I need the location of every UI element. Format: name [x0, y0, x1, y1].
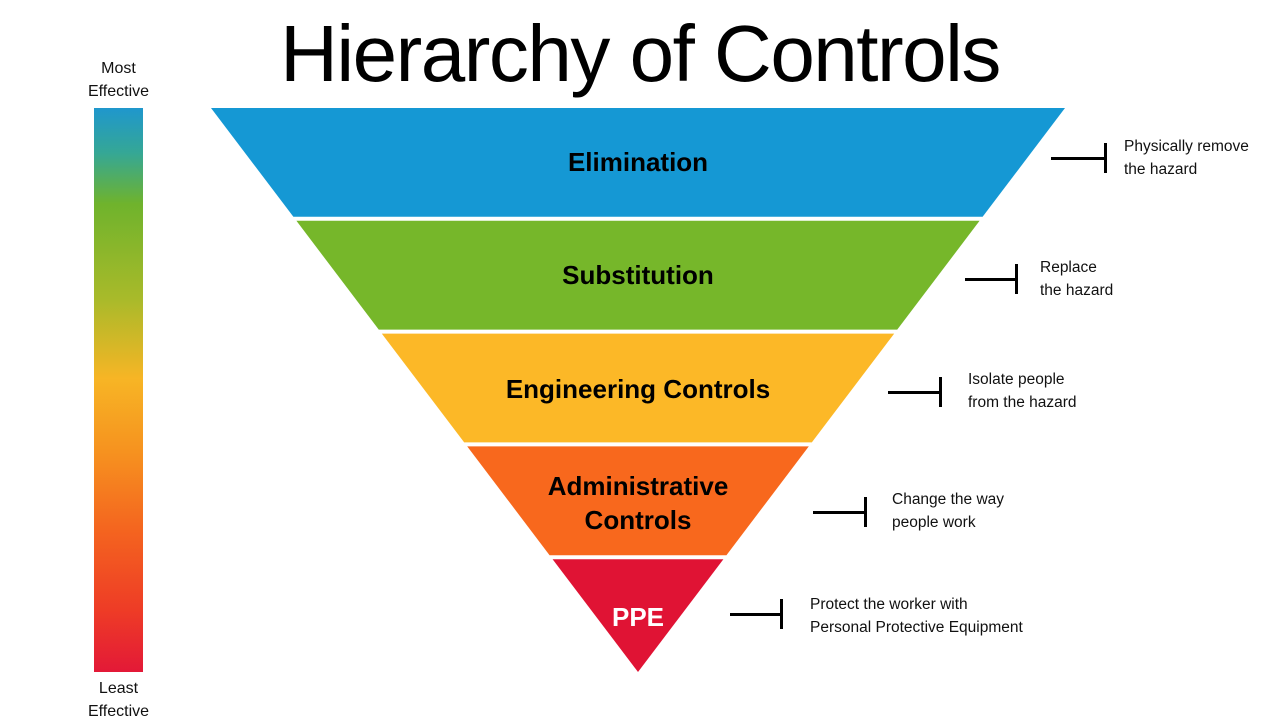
- callout-line-horizontal: [1051, 157, 1107, 160]
- effectiveness-gradient-bar: [94, 108, 143, 672]
- callout-text-engineering-controls: Isolate people from the hazard: [968, 371, 1077, 411]
- callout-line-substitution: [965, 264, 1018, 294]
- pyramid-level-administrative-controls: [467, 446, 809, 556]
- most-effective-label: Most Effective: [87, 60, 150, 100]
- callout-text-administrative-controls: Change the way people work: [892, 491, 1005, 531]
- callout-line-tick: [780, 599, 783, 629]
- callout-line-elimination: [1051, 143, 1107, 173]
- least-effective-label: Least Effective: [87, 680, 150, 720]
- callout-line-tick: [939, 377, 942, 407]
- callout-line-ppe: [730, 599, 783, 629]
- level-label-engineering-controls: Engineering Controls: [505, 374, 771, 404]
- page-title: Hierarchy of Controls: [280, 9, 1001, 98]
- callout-text-substitution: Replace the hazard: [1040, 259, 1114, 299]
- callout-line-tick: [864, 497, 867, 527]
- level-label-substitution: Substitution: [562, 260, 714, 290]
- pyramid-level-ppe: [552, 559, 724, 672]
- callout-line-tick: [1015, 264, 1018, 294]
- callout-text-elimination: Physically remove the hazard: [1124, 138, 1249, 178]
- pyramid-level-substitution: [296, 220, 980, 330]
- callout-line-tick: [1104, 143, 1107, 173]
- callout-line-administrative-controls: [813, 497, 867, 527]
- pyramid-level-engineering-controls: [381, 333, 895, 443]
- callout-line-engineering-controls: [888, 377, 942, 407]
- callout-line-horizontal: [813, 511, 867, 514]
- level-label-ppe: PPE: [611, 602, 665, 632]
- level-label-administrative-controls: Administrative Controls: [547, 471, 729, 535]
- level-label-elimination: Elimination: [567, 147, 709, 177]
- callout-text-ppe: Protect the worker with Personal Protect…: [810, 596, 1023, 636]
- pyramid-level-elimination: [211, 108, 1065, 217]
- callout-line-horizontal: [730, 613, 783, 616]
- callout-line-horizontal: [888, 391, 942, 394]
- callout-line-horizontal: [965, 278, 1018, 281]
